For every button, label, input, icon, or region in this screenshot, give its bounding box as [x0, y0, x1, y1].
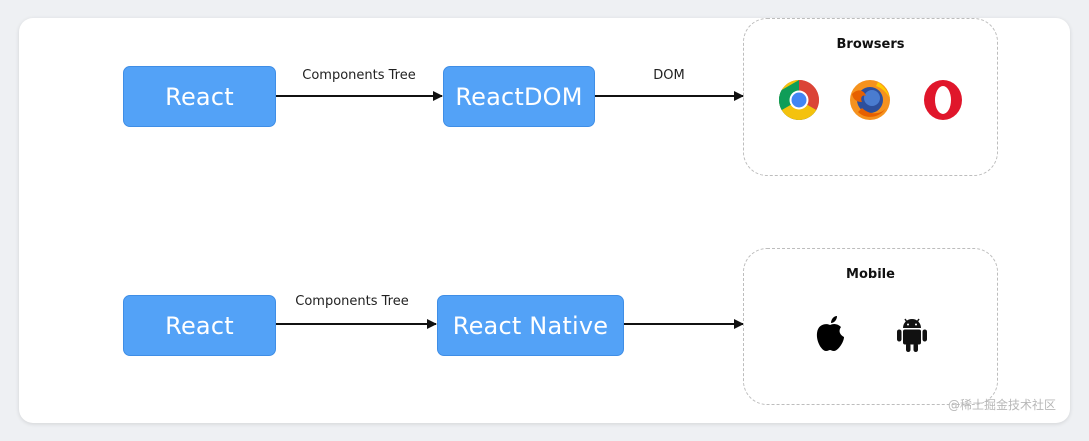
firefox-icon: [850, 80, 890, 120]
opera-icon: [924, 80, 962, 120]
react-node-mobile: React: [123, 295, 276, 356]
watermark: @稀土掘金技术社区: [947, 398, 1056, 412]
browsers-title: Browsers: [836, 37, 905, 52]
mobile-title: Mobile: [846, 267, 895, 282]
connector-layer: [276, 91, 744, 329]
components-tree-label: Components Tree: [302, 68, 416, 83]
android-icon: [897, 318, 927, 352]
diagram-canvas: React Components Tree ReactDOM DOM Brows…: [19, 18, 1070, 423]
react-node: React: [123, 66, 276, 127]
chrome-icon: [779, 80, 819, 120]
reactdom-node: ReactDOM: [443, 66, 595, 127]
apple-icon: [816, 316, 844, 351]
browsers-group: Browsers: [743, 18, 998, 176]
mobile-group: Mobile: [743, 248, 998, 405]
react-native-node: React Native: [437, 295, 624, 356]
dom-label: DOM: [653, 68, 685, 83]
components-tree-label-mobile: Components Tree: [295, 294, 409, 309]
